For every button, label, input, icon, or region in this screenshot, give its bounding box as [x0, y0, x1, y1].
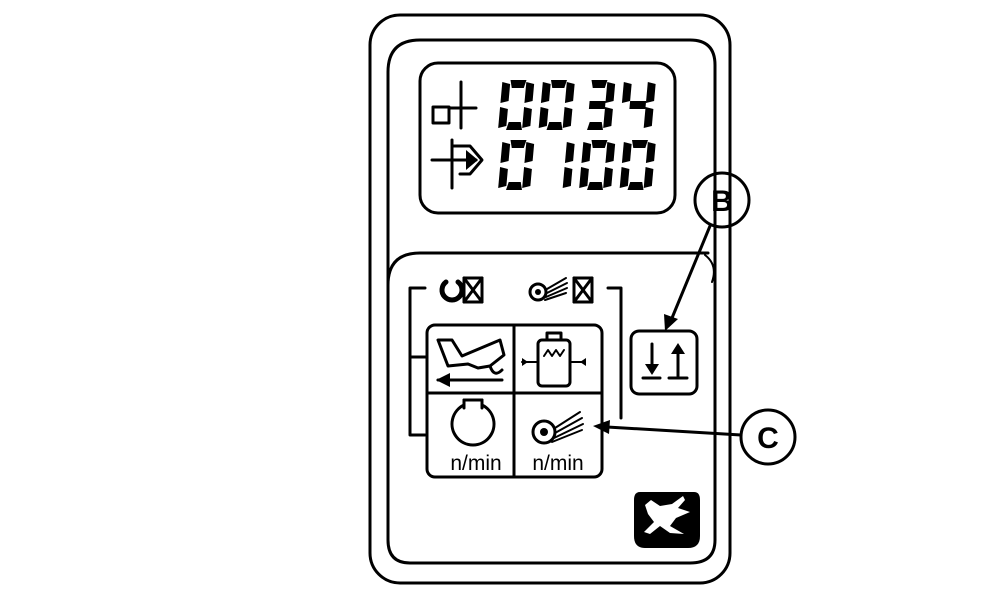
digit-segment — [564, 142, 575, 163]
digit-segment — [619, 167, 630, 188]
callout-b: B — [664, 171, 751, 331]
baler-forward-icon — [436, 338, 506, 387]
digit-segment — [524, 142, 535, 163]
seven-segment-digit — [498, 80, 535, 130]
digit-segment — [498, 167, 508, 188]
bale-count-icon — [431, 80, 478, 130]
digit-segment — [629, 101, 647, 109]
digit-segment — [551, 80, 567, 88]
digit-segment — [562, 167, 573, 188]
seven-segment-digit — [498, 140, 535, 190]
digit-segment — [645, 82, 656, 103]
callout-b-label: B — [711, 185, 733, 218]
row2-digits — [498, 140, 656, 190]
digit-segment — [564, 82, 575, 103]
seven-segment-digit — [562, 142, 575, 188]
pickup-speed-alarm-icon — [528, 276, 594, 304]
digit-segment — [510, 140, 527, 148]
digit-segment — [522, 167, 532, 188]
digit-segment — [603, 167, 613, 188]
digit-segment — [603, 107, 613, 128]
digit-segment — [500, 142, 511, 163]
digit-segment — [540, 82, 551, 103]
digit-segment — [500, 82, 511, 103]
monitor-housing — [368, 13, 732, 585]
digit-segment — [538, 107, 549, 128]
rotor-icon — [450, 398, 496, 447]
monitor-panel — [386, 38, 717, 565]
rotor-speed-alarm-icon — [439, 276, 484, 304]
digit-segment — [643, 167, 654, 188]
digit-segment — [524, 82, 535, 103]
digit-segment — [498, 107, 508, 128]
digit-segment — [581, 142, 592, 163]
digit-segment — [621, 82, 632, 103]
lcd-display — [418, 61, 677, 215]
digit-segment — [506, 122, 522, 130]
right-bracket — [606, 286, 623, 420]
lower-panel-section — [386, 251, 710, 287]
digit-segment — [510, 80, 527, 88]
digit-segment — [605, 82, 616, 103]
digit-segment — [579, 167, 589, 188]
digit-segment — [591, 80, 608, 88]
seven-segment-digit — [587, 80, 616, 130]
digit-segment — [522, 107, 532, 128]
digit-segment — [605, 142, 616, 163]
digit-segment — [643, 107, 654, 128]
row1-digits — [498, 80, 656, 130]
digit-segment — [627, 182, 644, 190]
digit-segment — [587, 122, 603, 130]
hydraulic-fluid-icon — [521, 331, 586, 388]
callout-c: C — [593, 408, 797, 466]
seven-segment-digit — [621, 82, 656, 128]
seven-segment-digit — [619, 140, 656, 190]
digit-segment — [546, 122, 563, 130]
digit-segment — [591, 140, 608, 148]
callout-c-label: C — [757, 422, 779, 455]
deer-logo-icon — [634, 492, 700, 548]
pickup-reel-icon — [531, 411, 584, 445]
seven-segment-digit — [579, 140, 616, 190]
digit-segment — [645, 142, 656, 163]
raise-lower-icon — [641, 342, 689, 380]
digit-segment — [588, 101, 606, 109]
left-bracket — [408, 286, 428, 437]
digit-segment — [562, 107, 573, 128]
bale-length-icon — [430, 138, 484, 190]
rotor-speed-unit: n/min — [450, 452, 501, 475]
seven-segment-digit — [538, 80, 575, 130]
pickup-speed-unit: n/min — [532, 452, 583, 475]
digit-segment — [587, 182, 603, 190]
digit-segment — [506, 182, 522, 190]
raise-lower-button[interactable] — [629, 329, 699, 396]
digit-segment — [632, 140, 648, 148]
digit-segment — [621, 142, 632, 163]
